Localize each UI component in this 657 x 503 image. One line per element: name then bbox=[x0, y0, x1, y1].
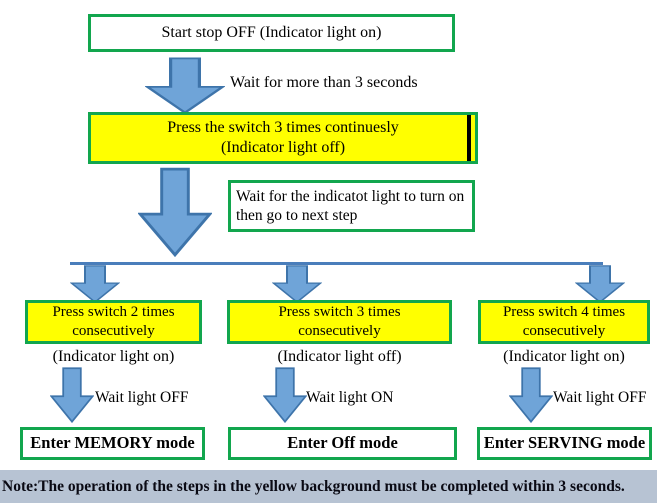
wait-light-label: Wait light OFF bbox=[95, 389, 189, 406]
wait-indicator-info-box: Wait for the indicatot light to turn on … bbox=[228, 180, 475, 232]
indicator-state-label: (Indicator light on) bbox=[52, 348, 175, 365]
down-arrow-icon bbox=[509, 367, 553, 423]
wait-indicator-info-line2: then go to next step bbox=[236, 207, 358, 224]
down-arrow-icon bbox=[272, 265, 322, 303]
wait-light-label: Wait light ON bbox=[306, 389, 394, 406]
down-arrow-icon bbox=[50, 367, 94, 423]
enter-off-mode-box: Enter Off mode bbox=[228, 427, 457, 460]
result-label: Enter SERVING mode bbox=[483, 433, 646, 453]
wait-light-label: Wait light OFF bbox=[553, 389, 647, 406]
indicator-state-label: (Indicator light on) bbox=[503, 348, 625, 365]
press-switch-3-times-line2: (Indicator light off) bbox=[220, 139, 346, 156]
branch-connector-line bbox=[70, 262, 603, 265]
branch-box-line1: Press switch 4 times bbox=[502, 304, 626, 321]
press-switch-3-times-line1: Press the switch 3 times continuesly bbox=[167, 119, 399, 136]
box-shadow-edge bbox=[467, 115, 471, 161]
branch-box-line2: consecutively bbox=[72, 323, 155, 339]
note-bar: Note:The operation of the steps in the y… bbox=[0, 470, 657, 503]
down-arrow-icon bbox=[575, 265, 625, 303]
start-stop-off-label: Start stop OFF (Indicator light on) bbox=[161, 24, 382, 41]
press-switch-3-times-box: Press the switch 3 times continuesly (In… bbox=[88, 112, 478, 164]
branch-box-line1: Press switch 2 times bbox=[52, 304, 175, 321]
indicator-state-label: (Indicator light off) bbox=[277, 348, 402, 365]
enter-serving-mode-box: Enter SERVING mode bbox=[477, 427, 652, 460]
branch-box-line2: consecutively bbox=[522, 323, 606, 339]
down-arrow-icon bbox=[138, 167, 212, 257]
press-switch-2-times-box: Press switch 2 times consecutively bbox=[25, 300, 202, 344]
wait-indicator-info-line1: Wait for the indicatot light to turn on bbox=[236, 187, 465, 205]
enter-memory-mode-box: Enter MEMORY mode bbox=[20, 427, 205, 460]
branch-box-line1: Press switch 3 times bbox=[278, 304, 401, 321]
down-arrow-icon bbox=[263, 367, 307, 423]
press-switch-3-times-branch-box: Press switch 3 times consecutively bbox=[227, 300, 452, 344]
down-arrow-icon bbox=[145, 57, 225, 114]
result-label: Enter Off mode bbox=[287, 433, 398, 453]
down-arrow-icon bbox=[70, 265, 120, 303]
branch-box-line2: consecutively bbox=[298, 323, 381, 339]
wait-3-seconds-label: Wait for more than 3 seconds bbox=[230, 74, 418, 91]
start-stop-off-box: Start stop OFF (Indicator light on) bbox=[88, 14, 455, 52]
result-label: Enter MEMORY mode bbox=[30, 433, 195, 453]
press-switch-4-times-box: Press switch 4 times consecutively bbox=[478, 300, 650, 344]
note-text: Note:The operation of the steps in the y… bbox=[2, 477, 625, 495]
